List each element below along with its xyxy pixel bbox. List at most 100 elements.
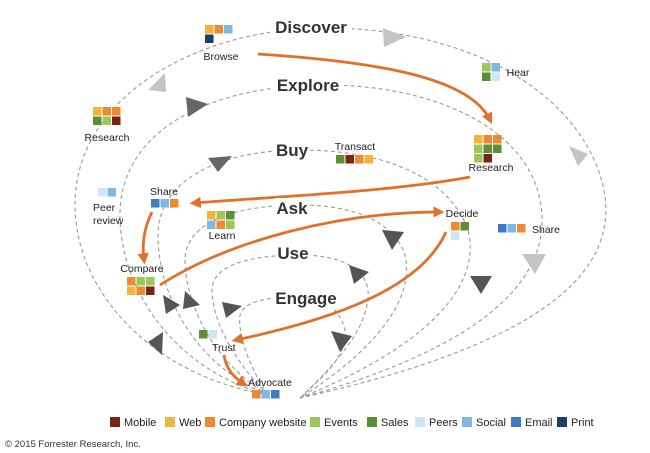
legend-label: Company website [219, 417, 306, 429]
channel-square-mobile [146, 286, 155, 295]
legend-swatch [462, 417, 472, 427]
channel-square-social [160, 199, 169, 208]
channel-square-events [146, 277, 155, 286]
legend-swatch [110, 417, 120, 427]
copyright-notice: © 2015 Forrester Research, Inc. [5, 439, 141, 450]
channel-square-events [226, 220, 235, 229]
channel-square-email [271, 390, 280, 399]
legend-label: Events [324, 417, 358, 429]
stage-labels: Discover Explore Buy Ask Use Engage [270, 16, 352, 310]
node-label-decide: Decide [446, 208, 479, 220]
stage-discover: Discover [275, 18, 347, 37]
channel-square-sales [93, 116, 102, 125]
flow-decide-to-trust [231, 231, 448, 345]
node-learn: Learn [207, 211, 236, 242]
node-label-peer-review-line2: review [93, 215, 124, 227]
flow-browse-to-research [257, 52, 493, 125]
arrowhead [383, 28, 406, 47]
arrowhead [148, 332, 163, 355]
flow-share-to-compare [137, 211, 154, 265]
legend-item-print: Print [557, 417, 594, 429]
channel-square-company-website [170, 199, 179, 208]
channel-square-company-website [112, 107, 121, 116]
stage-use: Use [277, 244, 308, 263]
channel-square-company-website [483, 135, 492, 144]
channel-square-social [491, 63, 500, 72]
legend-item-mobile: Mobile [110, 417, 156, 429]
node-label-hear: Hear [507, 67, 530, 79]
node-research-left: Research [85, 107, 130, 144]
channel-square-company-website [136, 286, 145, 295]
channel-square-company-website [451, 222, 460, 231]
channel-square-print [205, 34, 214, 43]
arrowhead [148, 73, 166, 92]
channel-square-events [474, 144, 483, 153]
arrowhead [349, 265, 369, 284]
node-peer-review: Peer review [93, 188, 124, 227]
node-browse: Browse [203, 25, 239, 63]
channel-square-peers [451, 231, 460, 240]
arrowhead [208, 156, 232, 172]
legend-label: Web [179, 417, 201, 429]
channel-square-web [127, 286, 136, 295]
channel-square-mobile [345, 155, 354, 164]
node-transact: Transact [335, 141, 375, 164]
legend-swatch [415, 417, 425, 427]
legend-label: Peers [429, 417, 458, 429]
legend-swatch [310, 417, 320, 427]
arrowhead [163, 295, 180, 314]
channel-square-sales [226, 211, 235, 220]
flow-arrows [137, 52, 493, 387]
stage-explore: Explore [277, 76, 339, 95]
loop-explore [119, 84, 543, 399]
channel-square-events [136, 277, 145, 286]
node-label-trust: Trust [212, 342, 236, 354]
channel-square-social [107, 188, 116, 197]
node-label-research-left: Research [85, 132, 130, 144]
node-research-right: Research [469, 135, 514, 174]
channel-square-company-website [252, 390, 261, 399]
channel-square-peers [491, 72, 500, 81]
arrowhead [522, 254, 546, 274]
loop-buy [157, 149, 471, 399]
node-label-share-left: Share [150, 186, 178, 198]
node-label-learn: Learn [209, 230, 236, 242]
legend-item-web: Web [165, 417, 201, 429]
channel-square-web [364, 155, 373, 164]
channel-square-mobile [483, 154, 492, 163]
node-decide: Decide [446, 208, 479, 240]
channel-square-company-website [355, 155, 364, 164]
stage-buy: Buy [276, 141, 309, 160]
channel-square-web [207, 211, 216, 220]
legend-item-social: Social [462, 417, 506, 429]
node-advocate: Advocate [248, 377, 292, 399]
channel-square-peers [98, 188, 107, 197]
channel-square-social [207, 220, 216, 229]
arrowhead [183, 291, 200, 309]
node-label-compare: Compare [120, 263, 163, 275]
channel-square-events [216, 211, 225, 220]
channel-square-sales [482, 72, 491, 81]
stage-ask: Ask [276, 199, 308, 218]
channel-square-company-website [216, 220, 225, 229]
channel-square-company-website [214, 25, 223, 34]
channel-square-mobile [112, 116, 121, 125]
node-label-browse: Browse [203, 51, 238, 63]
stage-engage: Engage [275, 289, 336, 308]
channel-square-events [482, 63, 491, 72]
channel-square-sales [493, 144, 502, 153]
arrowhead [569, 146, 588, 166]
legend-label: Social [476, 417, 506, 429]
node-label-research-right: Research [469, 162, 514, 174]
arrowhead [186, 97, 208, 117]
legend-label: Mobile [124, 417, 156, 429]
channel-square-social [224, 25, 233, 34]
flow-compare-to-decide [159, 206, 445, 287]
node-share-right: Share [498, 224, 560, 236]
channel-square-peers [208, 330, 217, 339]
channel-square-email [151, 199, 160, 208]
channel-square-web [93, 107, 102, 116]
legend-label: Email [525, 417, 553, 429]
